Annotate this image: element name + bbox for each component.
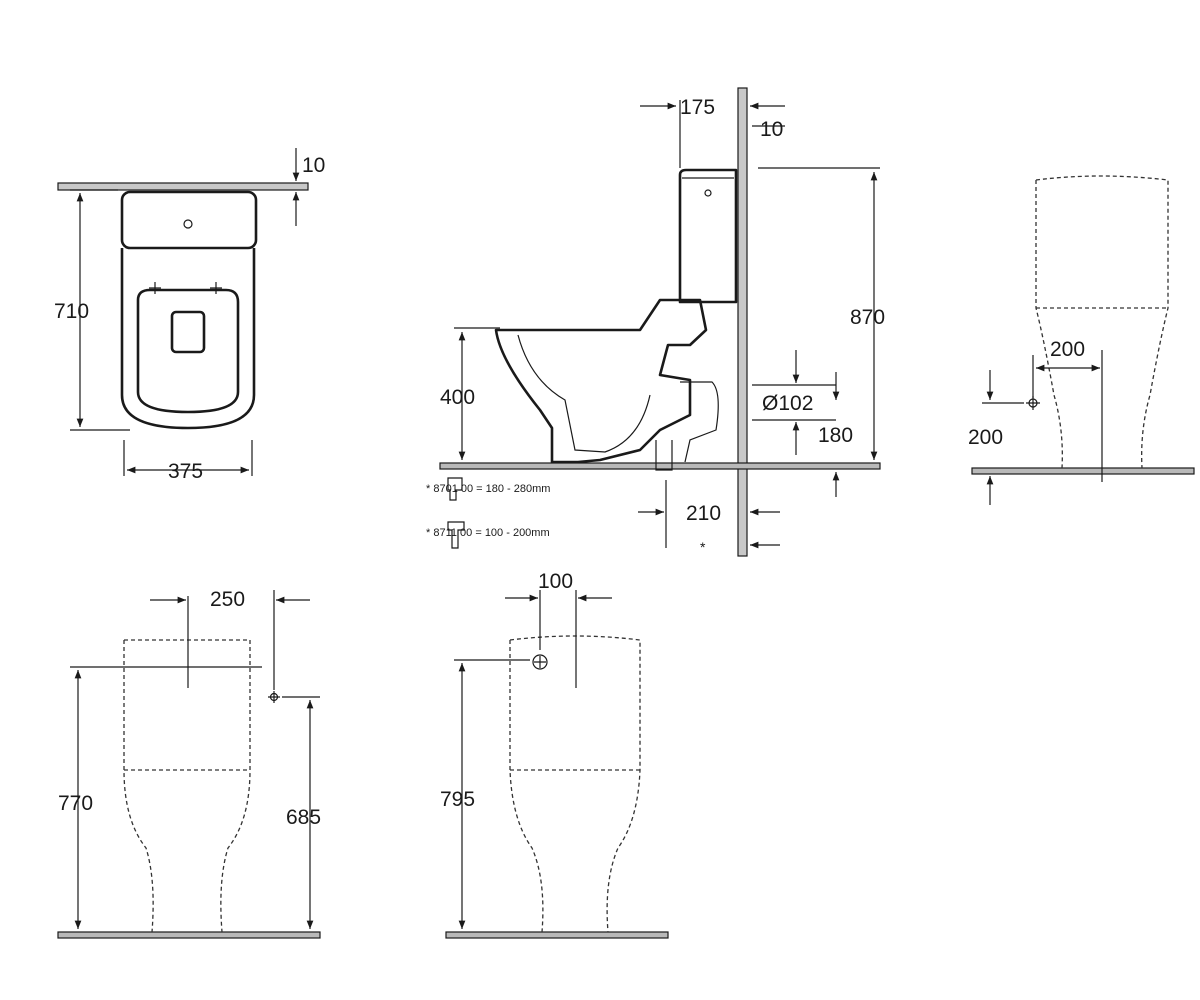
fixture-dashed-outline	[1035, 175, 1169, 469]
cistern-outline	[678, 168, 738, 304]
bowl-side-outline	[494, 298, 708, 464]
accessory-2-label: * 8711 00 = 100 - 200mm	[426, 527, 550, 539]
wall-strip	[57, 182, 309, 191]
bowl-inner-trap	[517, 334, 651, 453]
cistern-button	[704, 189, 712, 197]
connector-pipe	[655, 381, 719, 471]
bolt-left-icon	[149, 282, 161, 294]
front-view-left: 250 770 685	[57, 588, 321, 939]
accessory-1-icon	[447, 477, 463, 501]
side-view: 175 10 870 400 Ø102 180 210 * * 8701 00 …	[426, 87, 885, 557]
dim-tank-depth-label: 175	[680, 96, 715, 119]
dim-inlet-spacing-label: 250	[210, 588, 245, 611]
front-view-center: 100 795	[440, 570, 669, 939]
floor-strip	[971, 467, 1195, 475]
dim-outlet-offset-label: 210	[686, 502, 721, 525]
asterisk-mark: *	[700, 539, 706, 555]
dim-gap-label: 10	[302, 154, 325, 177]
dim-width-label: 375	[168, 460, 203, 483]
flush-button-icon	[534, 656, 546, 668]
lid-hinge	[170, 310, 206, 354]
dim-outlet-diameter-label: Ø102	[762, 392, 813, 415]
dim-seat-height-label: 400	[440, 386, 475, 409]
floor-strip	[57, 931, 321, 939]
inlet-symbol-icon	[268, 691, 280, 703]
dim-inlet-offset-label: 200	[1050, 338, 1085, 361]
dim-inlet-height-label: 685	[286, 806, 321, 829]
dim-height-label: 770	[58, 792, 93, 815]
bolt-right-icon	[210, 282, 222, 294]
fixture-dashed-outline	[123, 639, 251, 933]
dim-inlet-height-label: 200	[968, 426, 1003, 449]
dim-height-label: 795	[440, 788, 475, 811]
dim-inlet-spacing-label: 100	[538, 570, 573, 593]
floor-strip	[445, 931, 669, 939]
top-view: 710 375 10	[54, 148, 325, 483]
accessory-2-icon	[447, 521, 465, 549]
right-view: 200 200	[968, 175, 1195, 505]
accessory-1-label: * 8701 00 = 180 - 280mm	[426, 483, 550, 495]
wall-section	[737, 87, 748, 557]
bowl-outline	[120, 248, 256, 430]
inlet-symbol-icon	[1026, 396, 1040, 410]
fixture-dashed-outline	[509, 635, 641, 933]
seat-outline	[136, 288, 240, 414]
dim-depth-label: 710	[54, 300, 89, 323]
dim-outlet-height-label: 180	[818, 424, 853, 447]
floor-section	[439, 462, 881, 470]
dim-wall-gap-label: 10	[760, 118, 783, 141]
tank-outline	[120, 190, 258, 250]
dim-total-height-label: 870	[850, 306, 885, 329]
flush-button	[183, 219, 193, 229]
